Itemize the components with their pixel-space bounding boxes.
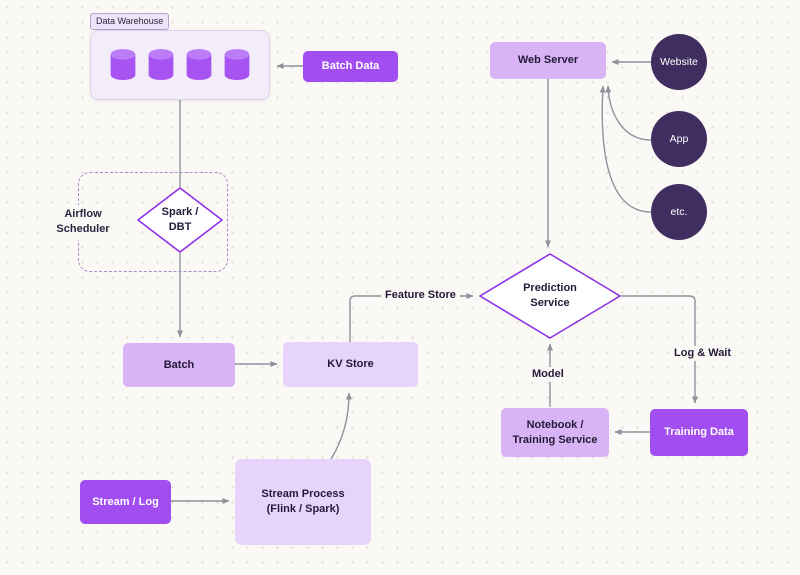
etc-label: etc. bbox=[670, 206, 688, 218]
data-warehouse-tag-label: Data Warehouse bbox=[96, 16, 164, 26]
airflow-label-line1: Airflow bbox=[64, 208, 102, 220]
notebook-label-line1: Notebook / bbox=[526, 418, 584, 431]
edge-etc-to-web-server bbox=[599, 85, 652, 213]
website-label: Website bbox=[660, 56, 698, 68]
edge-label-model: Model bbox=[528, 367, 568, 383]
edge-app-to-web-server bbox=[605, 85, 652, 141]
node-data-warehouse bbox=[90, 30, 270, 100]
node-training-data: Training Data bbox=[650, 409, 748, 456]
node-stream-process: Stream Process (Flink / Spark) bbox=[235, 459, 371, 545]
spark-dbt-label-line1: Spark / bbox=[161, 206, 199, 219]
model-label: Model bbox=[532, 368, 564, 380]
edge-label-log-and-wait: Log & Wait bbox=[670, 346, 736, 362]
airflow-scheduler-label: Airflow Scheduler bbox=[52, 205, 114, 240]
kv-store-label: KV Store bbox=[327, 358, 374, 371]
prediction-label-line1: Prediction bbox=[523, 282, 577, 295]
stream-log-label: Stream / Log bbox=[92, 495, 159, 508]
training-data-label: Training Data bbox=[664, 426, 734, 439]
data-warehouse-tag: Data Warehouse bbox=[90, 13, 170, 30]
log-and-wait-label: Log & Wait bbox=[674, 347, 732, 359]
node-website-circle: Website bbox=[651, 34, 707, 90]
node-app-circle: App bbox=[651, 111, 707, 167]
node-batch: Batch bbox=[123, 343, 235, 387]
database-icon bbox=[110, 49, 136, 80]
node-notebook-training-service: Notebook / Training Service bbox=[501, 408, 609, 457]
node-kv-store: KV Store bbox=[283, 342, 418, 387]
batch-data-label: Batch Data bbox=[321, 60, 380, 73]
prediction-service-diamond bbox=[479, 253, 621, 339]
app-label: App bbox=[669, 133, 689, 145]
node-spark-dbt: Spark / DBT bbox=[144, 204, 216, 236]
prediction-label-line2: Service bbox=[530, 297, 570, 309]
spark-dbt-label-line2: DBT bbox=[168, 221, 192, 233]
database-icon bbox=[224, 49, 250, 80]
stream-process-label-line2: (Flink / Spark) bbox=[266, 503, 340, 515]
edge-kv-store-to-prediction bbox=[349, 293, 474, 342]
node-prediction-service: Prediction Service bbox=[505, 280, 595, 312]
feature-store-label: Feature Store bbox=[385, 289, 456, 301]
node-stream-log: Stream / Log bbox=[80, 480, 171, 524]
edge-label-feature-store: Feature Store bbox=[381, 288, 460, 304]
node-batch-data: Batch Data bbox=[303, 51, 398, 82]
airflow-label-line2: Scheduler bbox=[56, 223, 110, 236]
node-web-server: Web Server bbox=[490, 42, 606, 79]
stream-process-label-line1: Stream Process bbox=[261, 488, 345, 501]
node-etc-circle: etc. bbox=[651, 184, 707, 240]
edge-stream-process-to-kv-store bbox=[330, 392, 352, 460]
edge-prediction-to-training-data bbox=[621, 295, 698, 404]
notebook-label-line2: Training Service bbox=[512, 433, 598, 446]
database-icon bbox=[148, 49, 174, 80]
spark-dbt-diamond bbox=[137, 187, 223, 253]
web-server-label: Web Server bbox=[517, 54, 579, 67]
batch-label: Batch bbox=[163, 358, 195, 371]
database-icon bbox=[186, 49, 212, 80]
